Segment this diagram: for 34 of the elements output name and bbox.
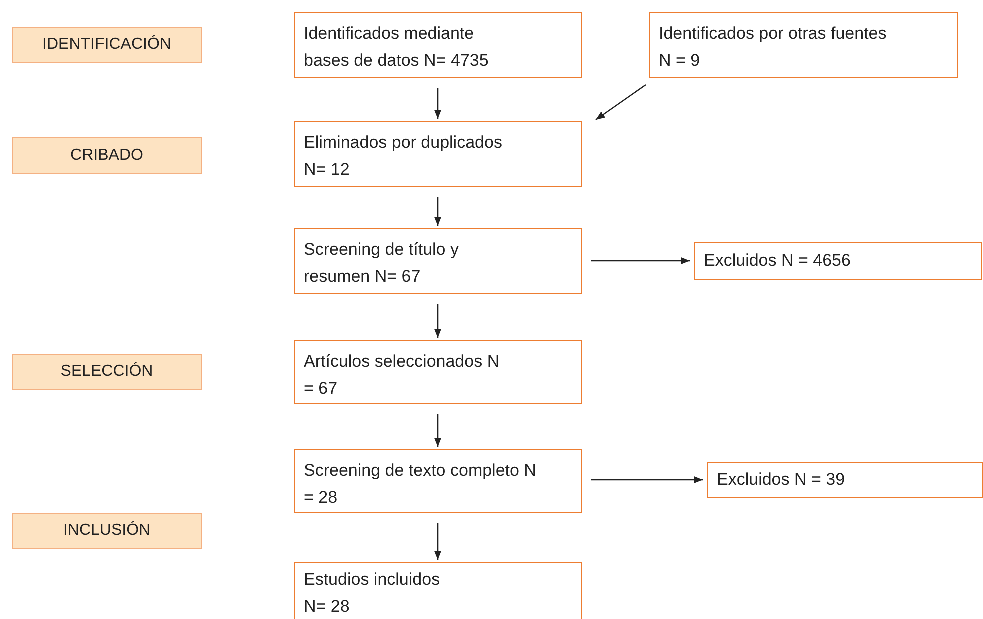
stage-label (12, 27, 202, 63)
box-text: CRIBADO (70, 146, 144, 164)
process-box (294, 340, 582, 404)
arrow (596, 84, 646, 121)
stage-label (12, 513, 202, 549)
box-text: Screening de título y resumen N= 67 (304, 239, 460, 288)
box-text: IDENTIFICACIÓN (42, 36, 172, 54)
box-text: Estudios incluidos N= 28 (304, 569, 442, 618)
process-box (649, 12, 958, 78)
arrow (591, 476, 703, 484)
arrow (434, 88, 442, 119)
box-text: Artículos seleccionados N = 67 (304, 351, 501, 400)
box-text: SELECCIÓN (60, 363, 154, 381)
stage-label (12, 137, 202, 174)
process-box (294, 121, 582, 187)
stage-label (12, 354, 202, 390)
arrow (591, 257, 690, 265)
box-text: Identificados mediante bases de datos N= 4735 (304, 23, 489, 72)
box-text: Eliminados por duplicados N= 12 (304, 132, 504, 181)
arrow (434, 304, 442, 338)
arrow (434, 523, 442, 560)
box-text: INCLUSIÓN (63, 522, 151, 540)
process-box (294, 12, 582, 78)
box-text: Excluidos N = 4656 (704, 250, 852, 272)
process-box (294, 562, 582, 619)
process-box (294, 228, 582, 294)
process-box (294, 449, 582, 513)
arrow (434, 197, 442, 226)
arrow (434, 414, 442, 447)
process-box (694, 242, 982, 280)
box-text: Screening de texto completo N = 28 (304, 460, 538, 509)
box-text: Excluidos N = 39 (717, 469, 846, 491)
process-box (707, 462, 983, 498)
box-text: Identificados por otras fuentes N = 9 (659, 23, 888, 72)
